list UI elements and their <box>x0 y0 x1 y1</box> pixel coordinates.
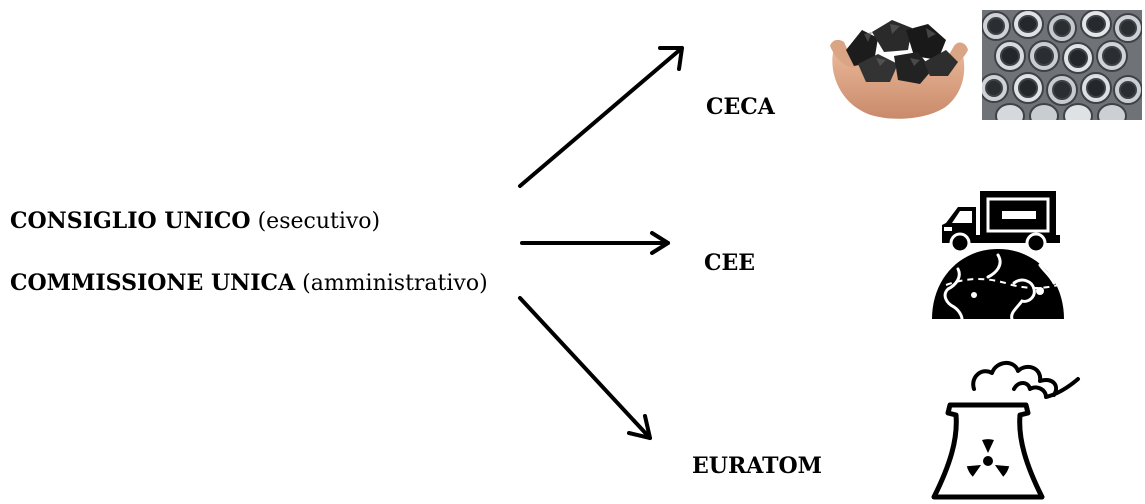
arrow-to-euratom <box>518 296 652 440</box>
truck-globe-icon <box>932 191 1064 320</box>
coal-icon <box>830 20 968 119</box>
consiglio-unico-name: CONSIGLIO UNICO <box>10 208 251 234</box>
arrow-to-cee <box>520 231 670 255</box>
commissione-unica-name: COMMISSIONE UNICA <box>10 270 296 296</box>
euratom-label: EURATOM <box>692 453 822 479</box>
cee-label: CEE <box>704 250 756 276</box>
consiglio-unico-role: (esecutivo) <box>250 209 381 234</box>
commissione-unica-line: COMMISSIONE UNICA (amministrativo) <box>10 272 488 295</box>
nuclear-power-plant-icon <box>931 361 1080 500</box>
steel-pipes-icon <box>982 10 1142 120</box>
consiglio-unico-line: CONSIGLIO UNICO (esecutivo) <box>10 210 380 233</box>
arrow-to-ceca <box>518 46 684 188</box>
commissione-unica-role: (amministrativo) <box>295 271 488 296</box>
ceca-label: CECA <box>706 94 775 120</box>
